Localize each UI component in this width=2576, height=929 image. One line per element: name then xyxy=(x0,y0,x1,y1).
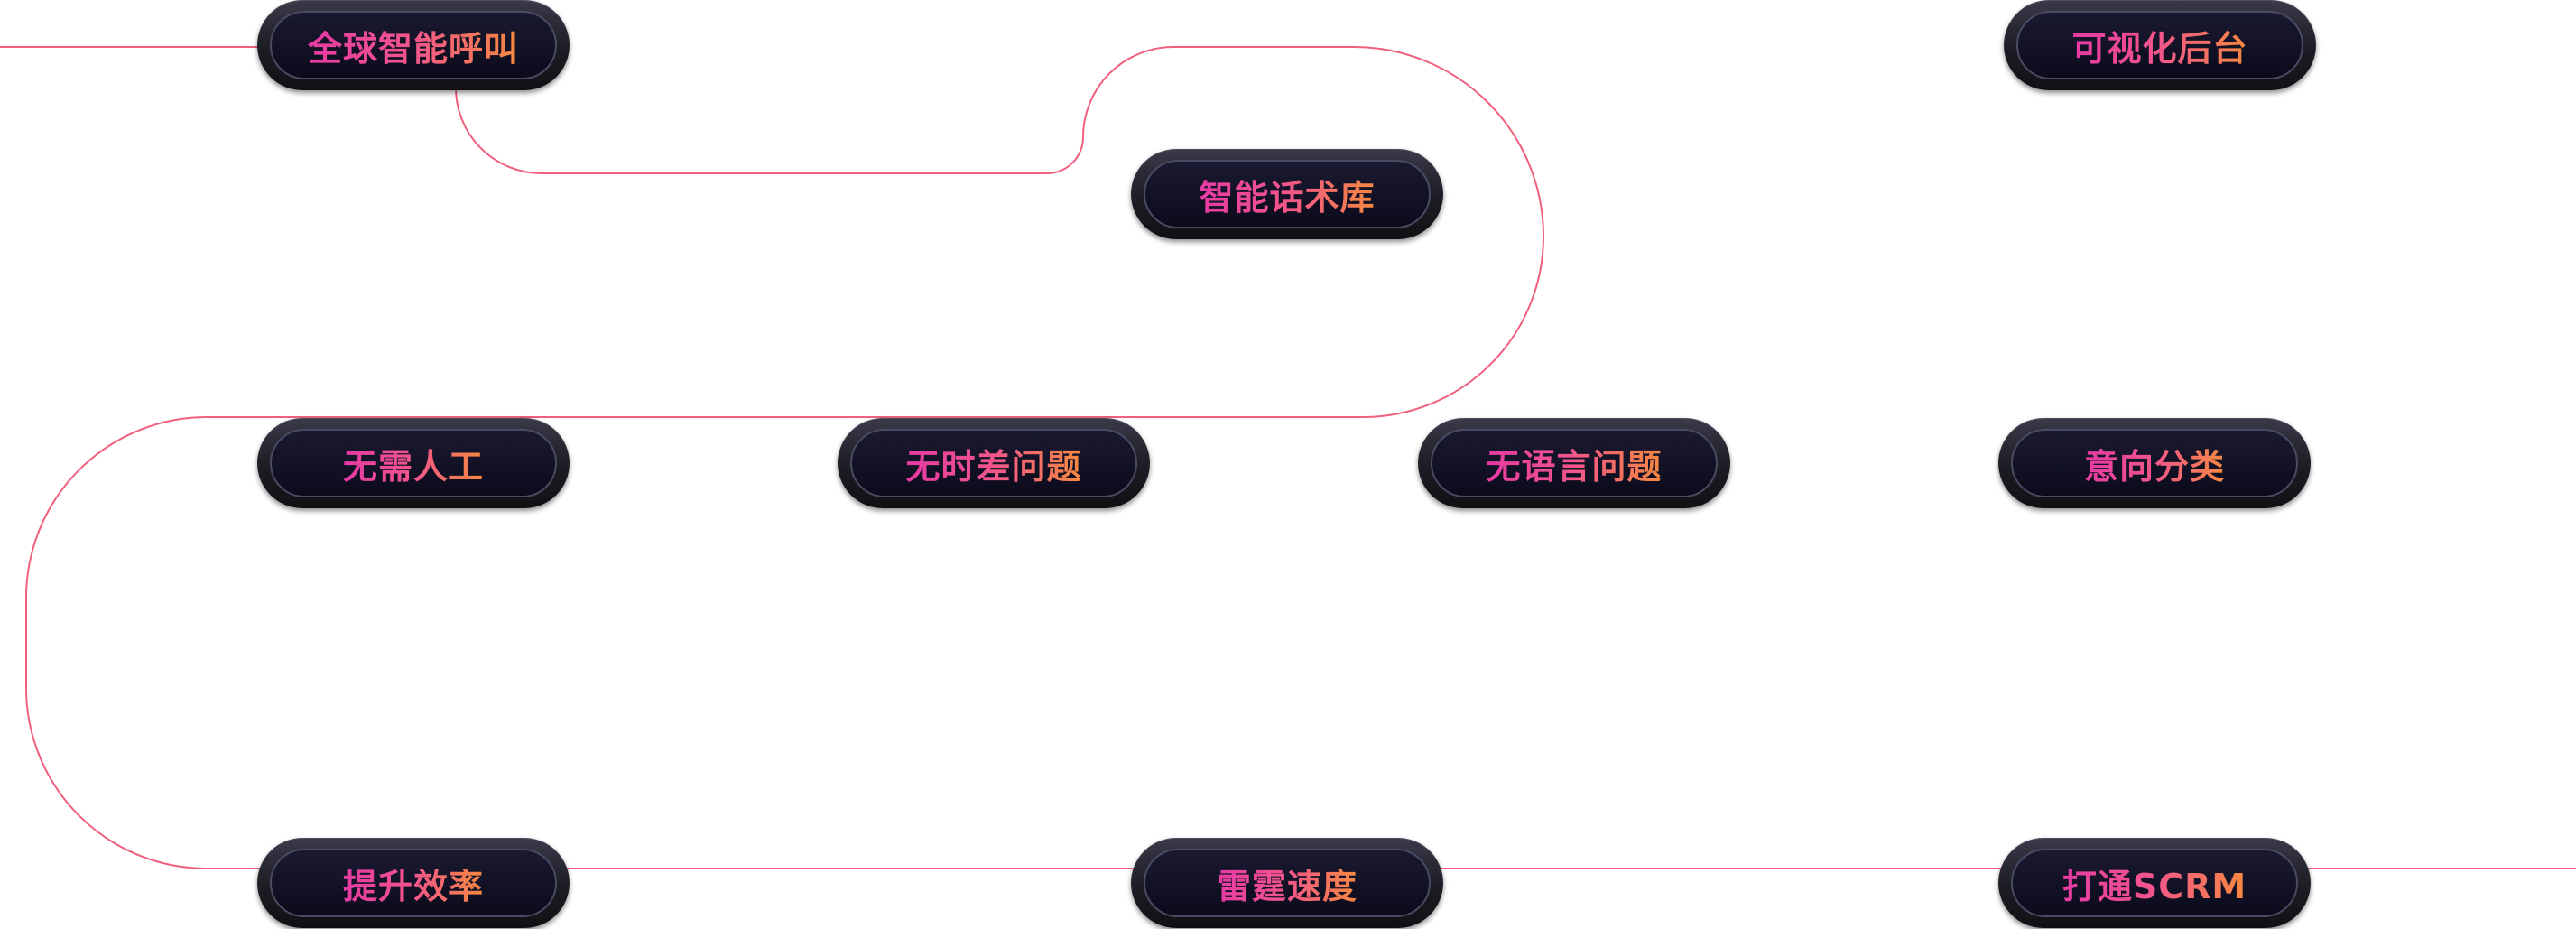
node-no-timezone-inner: 无时差问题 xyxy=(850,429,1137,497)
node-label: 可视化后台 xyxy=(2071,21,2247,70)
node-script-library-inner: 智能话术库 xyxy=(1144,160,1431,228)
node-script-library[interactable]: 智能话术库 xyxy=(1131,149,1443,239)
node-label: 打通SCRM xyxy=(2062,859,2247,908)
node-no-staff-inner: 无需人工 xyxy=(270,429,557,497)
node-label: 无需人工 xyxy=(343,439,484,488)
node-efficiency[interactable]: 提升效率 xyxy=(257,838,570,928)
connector-path xyxy=(0,46,2576,869)
node-efficiency-inner: 提升效率 xyxy=(270,849,557,917)
node-intent-classify-inner: 意向分类 xyxy=(2011,429,2298,497)
node-no-timezone[interactable]: 无时差问题 xyxy=(838,418,1150,508)
node-label: 雷霆速度 xyxy=(1217,859,1357,908)
node-intent-classify[interactable]: 意向分类 xyxy=(1998,418,2311,508)
node-global-call[interactable]: 全球智能呼叫 xyxy=(257,0,570,90)
node-visual-backend-inner: 可视化后台 xyxy=(2016,11,2303,79)
node-label: 提升效率 xyxy=(343,859,484,908)
node-label: 意向分类 xyxy=(2084,439,2225,488)
node-speed[interactable]: 雷霆速度 xyxy=(1131,838,1443,928)
node-speed-inner: 雷霆速度 xyxy=(1144,849,1431,917)
node-label: 全球智能呼叫 xyxy=(308,21,519,70)
node-no-language[interactable]: 无语言问题 xyxy=(1418,418,1730,508)
node-no-language-inner: 无语言问题 xyxy=(1431,429,1718,497)
node-label: 无语言问题 xyxy=(1486,439,1662,488)
node-scrm[interactable]: 打通SCRM xyxy=(1998,838,2311,928)
node-no-staff[interactable]: 无需人工 xyxy=(257,418,570,508)
node-label: 智能话术库 xyxy=(1199,170,1375,219)
node-scrm-inner: 打通SCRM xyxy=(2011,849,2298,917)
node-visual-backend[interactable]: 可视化后台 xyxy=(2004,0,2316,90)
node-label: 无时差问题 xyxy=(905,439,1081,488)
node-global-call-inner: 全球智能呼叫 xyxy=(270,11,557,79)
